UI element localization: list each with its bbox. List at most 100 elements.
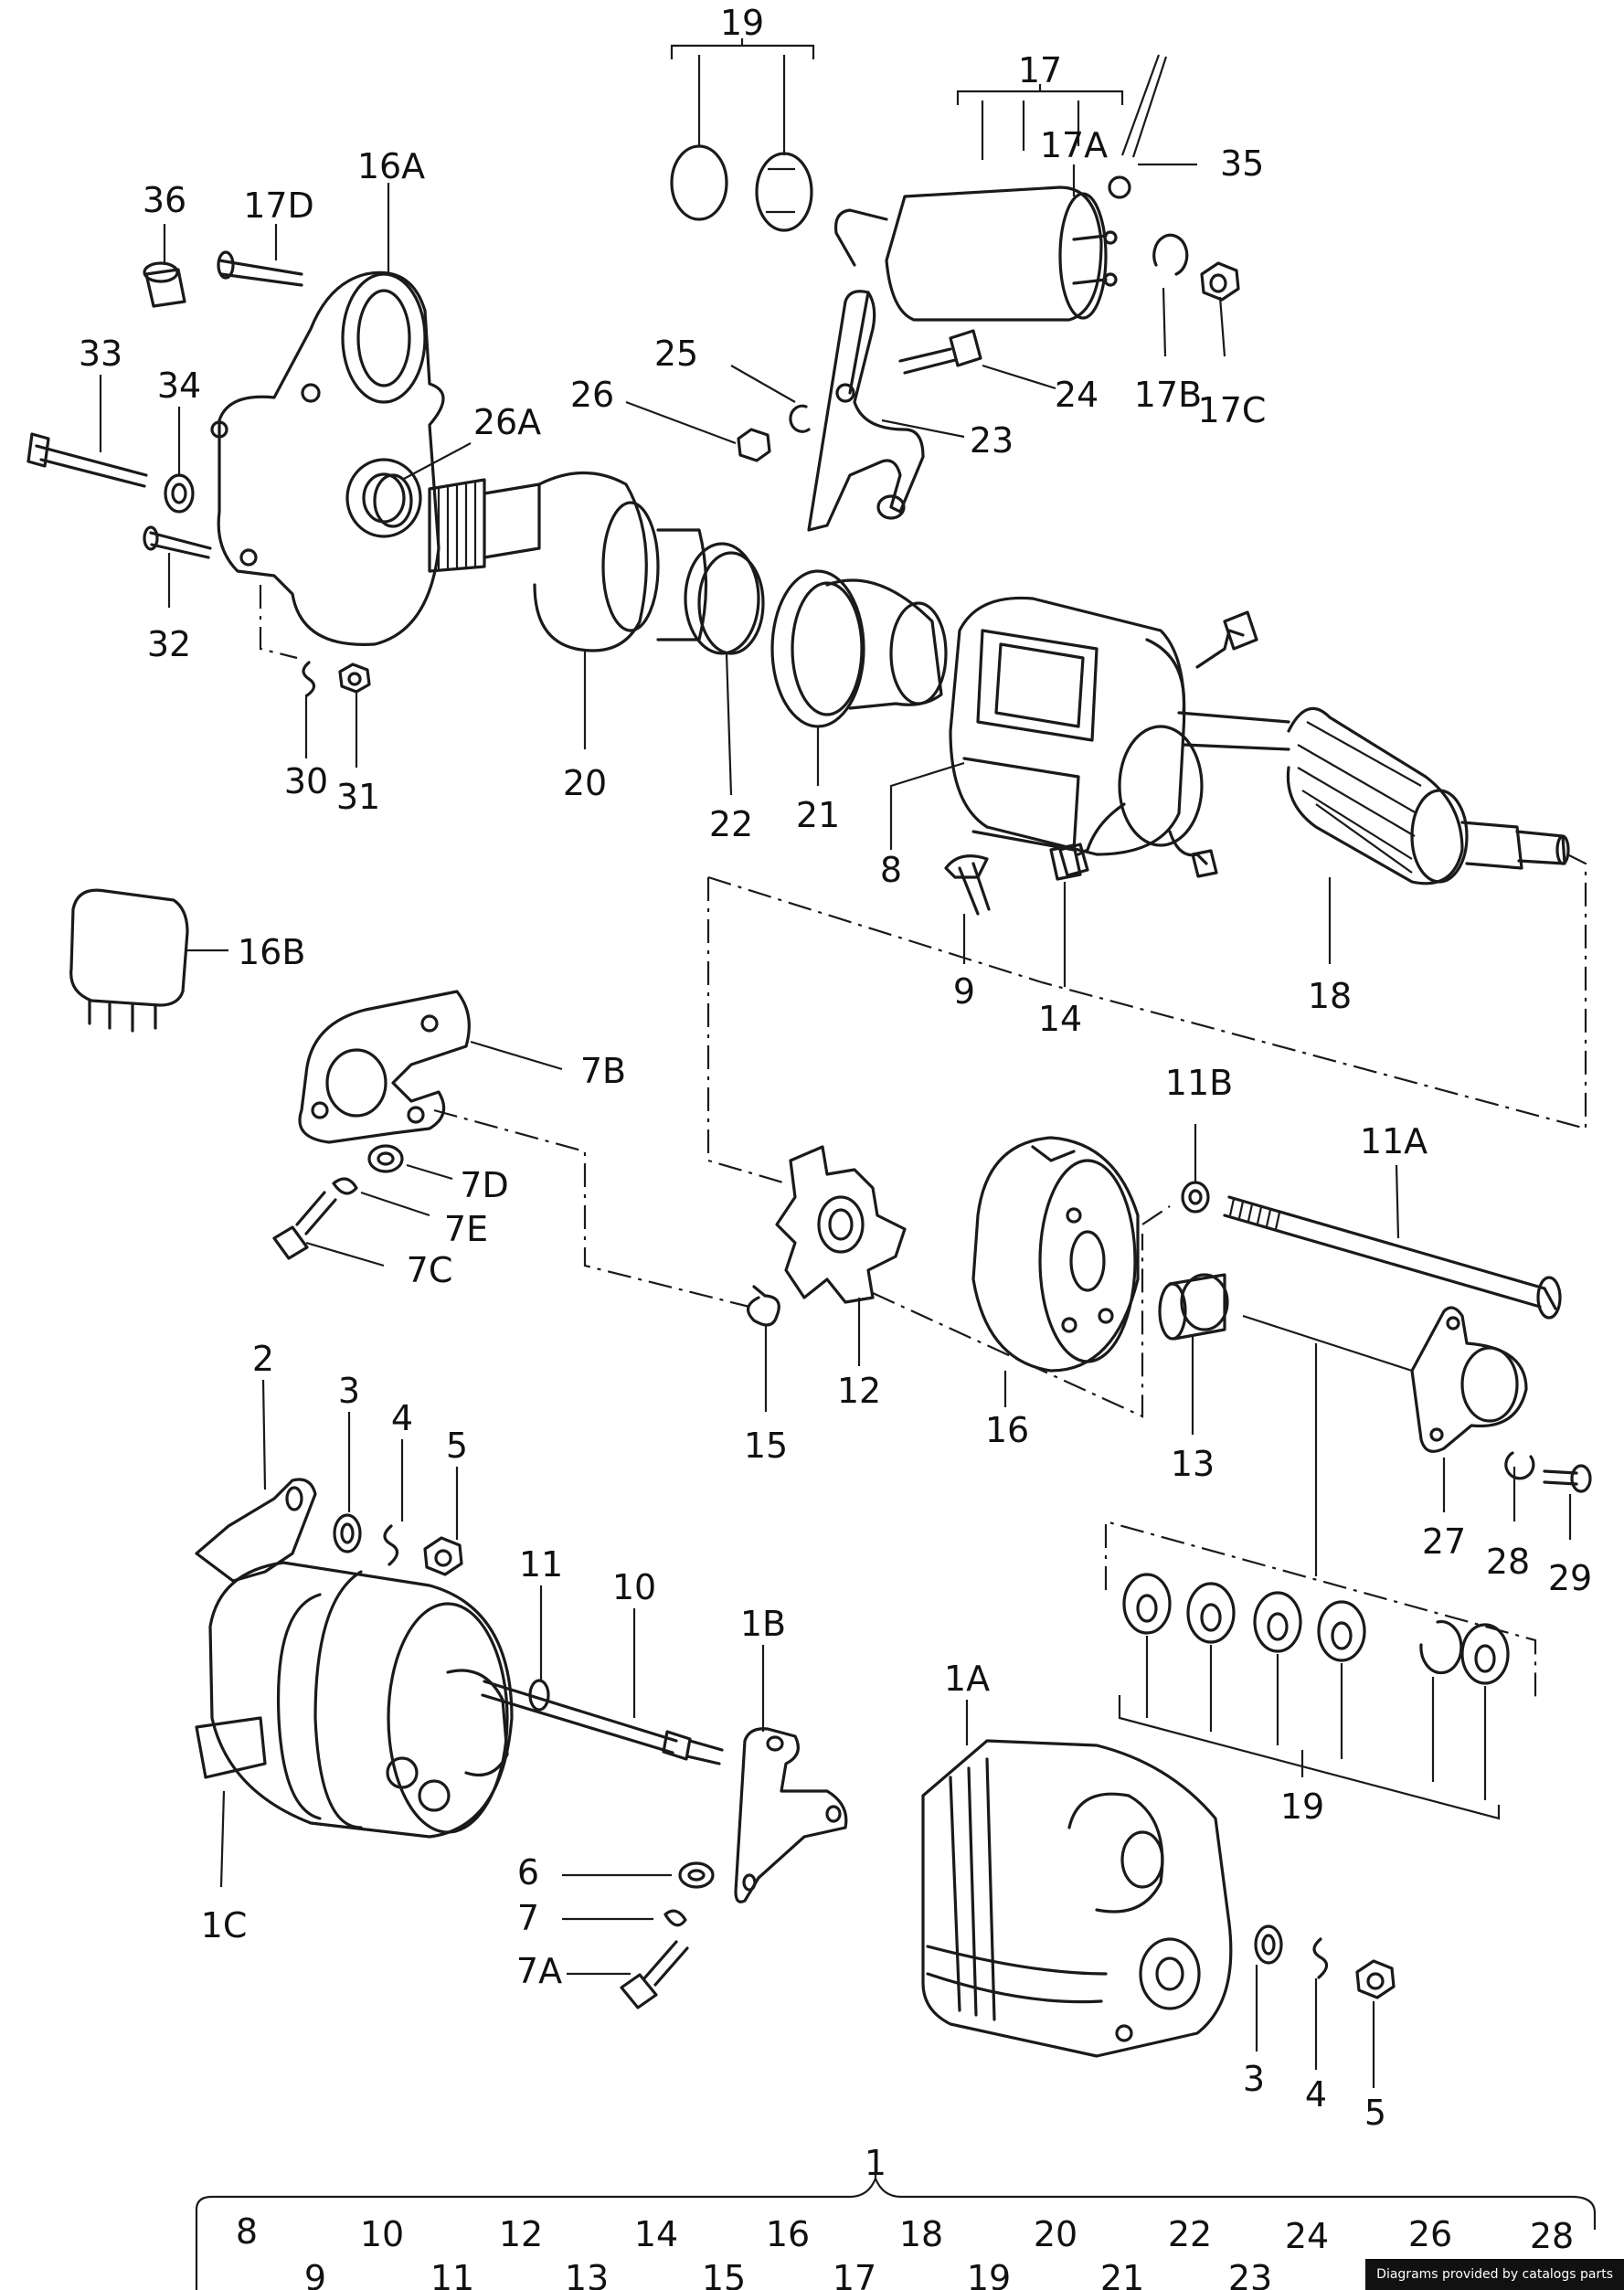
part-34-washer (164, 473, 195, 514)
part-36-bushing (143, 261, 186, 308)
assembly-item: 23 (1228, 2258, 1272, 2290)
assembly-item: 28 (1530, 2216, 1574, 2256)
label-13: 13 (1171, 1444, 1215, 1484)
part-2-bracket (195, 1478, 317, 1583)
part-11A-through-bolt (1223, 1195, 1562, 1320)
part-31-nut (338, 663, 371, 694)
part-17C-nut (1200, 261, 1240, 302)
part-17-solenoid (833, 186, 1118, 322)
label-21: 21 (796, 795, 840, 835)
part-7D-washer (367, 1144, 404, 1173)
label-1C: 1C (201, 1905, 248, 1945)
part-4-lock-washer-right (1312, 1937, 1329, 1979)
label-26A: 26A (473, 402, 541, 442)
label-19-bottom: 19 (1280, 1786, 1324, 1827)
part-3-washer-left (333, 1513, 362, 1553)
part-24-bolt (898, 329, 982, 375)
part-17B-lock-washer (1152, 233, 1189, 276)
part-35-terminal (1108, 54, 1168, 199)
label-6: 6 (517, 1852, 539, 1892)
label-31: 31 (336, 777, 380, 817)
label-2: 2 (252, 1339, 274, 1379)
part-9-screw (944, 854, 991, 916)
label-10: 10 (612, 1567, 656, 1607)
label-16B: 16B (238, 932, 305, 972)
label-7B: 7B (580, 1051, 626, 1091)
part-22-retaining-ring (684, 542, 765, 655)
part-5-nut-right (1355, 1959, 1396, 1999)
part-29-screw (1543, 1464, 1592, 1493)
label-17: 17 (1018, 50, 1062, 90)
assembly-item: 9 (304, 2258, 326, 2290)
label-17C: 17C (1198, 390, 1267, 430)
part-12-brush-plate (775, 1145, 907, 1304)
label-17A: 17A (1040, 125, 1108, 165)
label-9: 9 (953, 971, 975, 1012)
credit-badge: Diagrams provided by catalogs parts (1365, 2259, 1624, 2290)
label-12: 12 (837, 1371, 881, 1411)
part-1C-starter-motor (195, 1561, 514, 1839)
part-25-clip (789, 404, 811, 433)
label-18: 18 (1308, 976, 1352, 1016)
part-20-drive-pinion (428, 472, 708, 652)
assembly-item: 8 (236, 2211, 258, 2252)
part-26-nut (737, 428, 771, 462)
part-5-nut-left (423, 1536, 463, 1576)
assembly-item: 10 (360, 2214, 404, 2254)
label-36: 36 (143, 180, 186, 220)
leader-lines (99, 38, 1597, 2290)
assembly-item: 19 (967, 2258, 1011, 2290)
part-11B-washer (1181, 1181, 1210, 1214)
part-30-lock-washer (302, 661, 316, 697)
label-15: 15 (744, 1426, 788, 1466)
assembly-item: 15 (702, 2258, 746, 2290)
assembly-item: 24 (1285, 2216, 1329, 2256)
label-4-left: 4 (391, 1398, 413, 1438)
assembly-item: 12 (499, 2214, 543, 2254)
part-7-lock-washer (663, 1909, 687, 1927)
part-19-shims-bottom (1122, 1573, 1510, 1685)
label-24: 24 (1055, 375, 1099, 415)
part-15-spring (747, 1285, 780, 1327)
part-7B-bracket (298, 990, 471, 1144)
label-33: 33 (79, 334, 122, 374)
part-26A-bushing (373, 473, 413, 528)
assembly-item: 16 (766, 2214, 810, 2254)
label-35: 35 (1220, 143, 1264, 184)
part-10-stud-bolt (481, 1680, 724, 1765)
label-14: 14 (1038, 999, 1082, 1039)
label-1A: 1A (944, 1659, 990, 1699)
part-16A-drive-end-housing (210, 270, 445, 646)
part-21-stop-collar (770, 569, 948, 728)
label-11A: 11A (1360, 1121, 1428, 1161)
label-11B: 11B (1165, 1063, 1233, 1103)
assembly-item: 13 (565, 2258, 609, 2290)
label-17B: 17B (1134, 375, 1202, 415)
assembly-item: 17 (833, 2258, 876, 2290)
part-1B-bracket (734, 1727, 848, 1903)
part-17D-screw (217, 250, 303, 287)
part-7E-lock-washer (332, 1177, 358, 1195)
label-5-right: 5 (1364, 2093, 1386, 2133)
label-34: 34 (157, 366, 201, 406)
label-17D: 17D (243, 186, 314, 226)
label-7D: 7D (460, 1165, 508, 1205)
part-13-bushing (1158, 1273, 1229, 1341)
part-33-long-bolt (27, 432, 148, 488)
part-7A-bolt (620, 1940, 689, 2009)
label-32: 32 (147, 624, 191, 664)
label-23: 23 (970, 420, 1014, 461)
part-32-bolt (143, 525, 212, 559)
label-20: 20 (563, 763, 607, 803)
part-14-brush (1049, 843, 1082, 881)
label-11: 11 (519, 1544, 563, 1585)
assembly-item: 26 (1408, 2214, 1452, 2254)
assembly-list-top-row: 8 10 12 14 16 18 20 22 24 26 28 (236, 2211, 1574, 2256)
label-1B: 1B (740, 1604, 786, 1644)
label-28: 28 (1486, 1542, 1530, 1582)
part-18-armature (1177, 706, 1570, 885)
label-5-left: 5 (446, 1426, 468, 1466)
part-6-washer (678, 1861, 715, 1889)
label-3-right: 3 (1243, 2059, 1265, 2099)
